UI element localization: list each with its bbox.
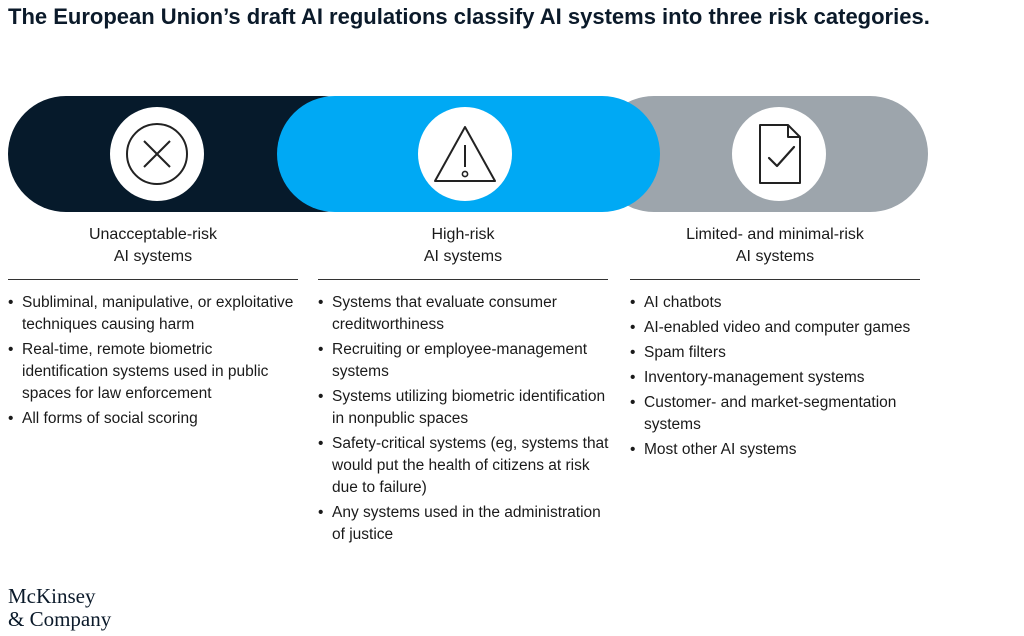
list-item: Most other AI systems — [630, 439, 930, 461]
high-risk-column: High-risk AI systems Systems that evalua… — [318, 224, 618, 549]
limited-risk-icon-circle — [732, 107, 826, 201]
column-heading: Unacceptable-risk AI systems — [88, 226, 218, 265]
page-title: The European Union’s draft AI regulation… — [8, 4, 930, 29]
bullet-list: Subliminal, manipulative, or exploitativ… — [8, 292, 298, 430]
limited-risk-column: Limited- and minimal-risk AI systems AI … — [630, 224, 930, 464]
x-circle-icon — [126, 123, 188, 185]
list-item: Subliminal, manipulative, or exploitativ… — [8, 292, 298, 336]
bullet-list: Systems that evaluate consumer creditwor… — [318, 292, 618, 546]
column-heading: Limited- and minimal-risk AI systems — [686, 226, 864, 265]
list-item: Spam filters — [630, 342, 930, 364]
unacceptable-icon-circle — [110, 107, 204, 201]
list-item: Safety-critical systems (eg, systems tha… — [318, 433, 618, 499]
list-item: Customer- and market-segmentation system… — [630, 392, 930, 436]
unacceptable-risk-column: Unacceptable-risk AI systems Subliminal,… — [8, 224, 298, 433]
document-check-icon — [759, 124, 801, 184]
bullet-list: AI chatbots AI-enabled video and compute… — [630, 292, 930, 461]
high-risk-icon-circle — [418, 107, 512, 201]
warning-triangle-icon — [434, 126, 496, 182]
list-item: All forms of social scoring — [8, 408, 298, 430]
column-divider — [630, 279, 920, 280]
column-heading: High-risk AI systems — [423, 226, 503, 265]
column-divider — [8, 279, 298, 280]
list-item: AI chatbots — [630, 292, 930, 314]
list-item: Systems that evaluate consumer creditwor… — [318, 292, 618, 336]
list-item: Real-time, remote biometric identificati… — [8, 339, 298, 405]
mckinsey-logo: McKinsey & Company — [8, 584, 112, 631]
column-divider — [318, 279, 608, 280]
list-item: Systems utilizing biometric identificati… — [318, 386, 618, 430]
list-item: AI-enabled video and computer games — [630, 317, 930, 339]
list-item: Any systems used in the administration o… — [318, 502, 618, 546]
list-item: Recruiting or employee-management system… — [318, 339, 618, 383]
list-item: Inventory-management systems — [630, 367, 930, 389]
